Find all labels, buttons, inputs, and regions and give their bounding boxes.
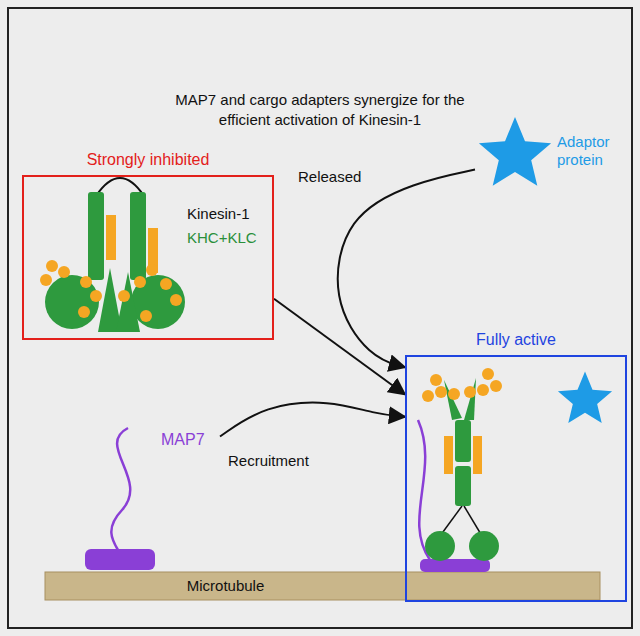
flow-arrow: [220, 403, 405, 437]
active-state-box: Fully active: [405, 355, 627, 602]
microtubule-label: Microtubule: [45, 577, 406, 595]
map7-tail: [111, 428, 130, 550]
title: MAP7 and cargo adapters synergize for th…: [170, 90, 470, 129]
adaptor-star: [479, 117, 551, 186]
microtubule-bar: [45, 572, 600, 600]
subunit-label: KHC+KLC: [187, 229, 257, 247]
microtubule: Microtubule: [45, 572, 406, 600]
state-heading: Fully active: [407, 330, 625, 349]
edge-label: Recruitment: [226, 452, 311, 469]
edge-label: Released: [296, 168, 363, 185]
protein-name: Kinesin-1: [187, 205, 250, 223]
map7-domain: [85, 549, 155, 570]
adaptor-star: Adaptor protein: [475, 115, 625, 193]
inhibited-kinesin: [40, 178, 185, 332]
flow-arrow: [274, 299, 405, 395]
active-kinesin: [418, 368, 612, 572]
map7-protein: MAP7: [75, 418, 220, 572]
state-heading: Strongly inhibited: [24, 150, 272, 169]
map7-label: MAP7: [161, 430, 205, 449]
flow-arrow: [338, 170, 475, 368]
adaptor-label: Adaptor protein: [557, 133, 619, 169]
frame: [8, 8, 632, 628]
inhibited-state-box: Strongly inhibitedKinesin-1KHC+KLC: [22, 175, 274, 340]
